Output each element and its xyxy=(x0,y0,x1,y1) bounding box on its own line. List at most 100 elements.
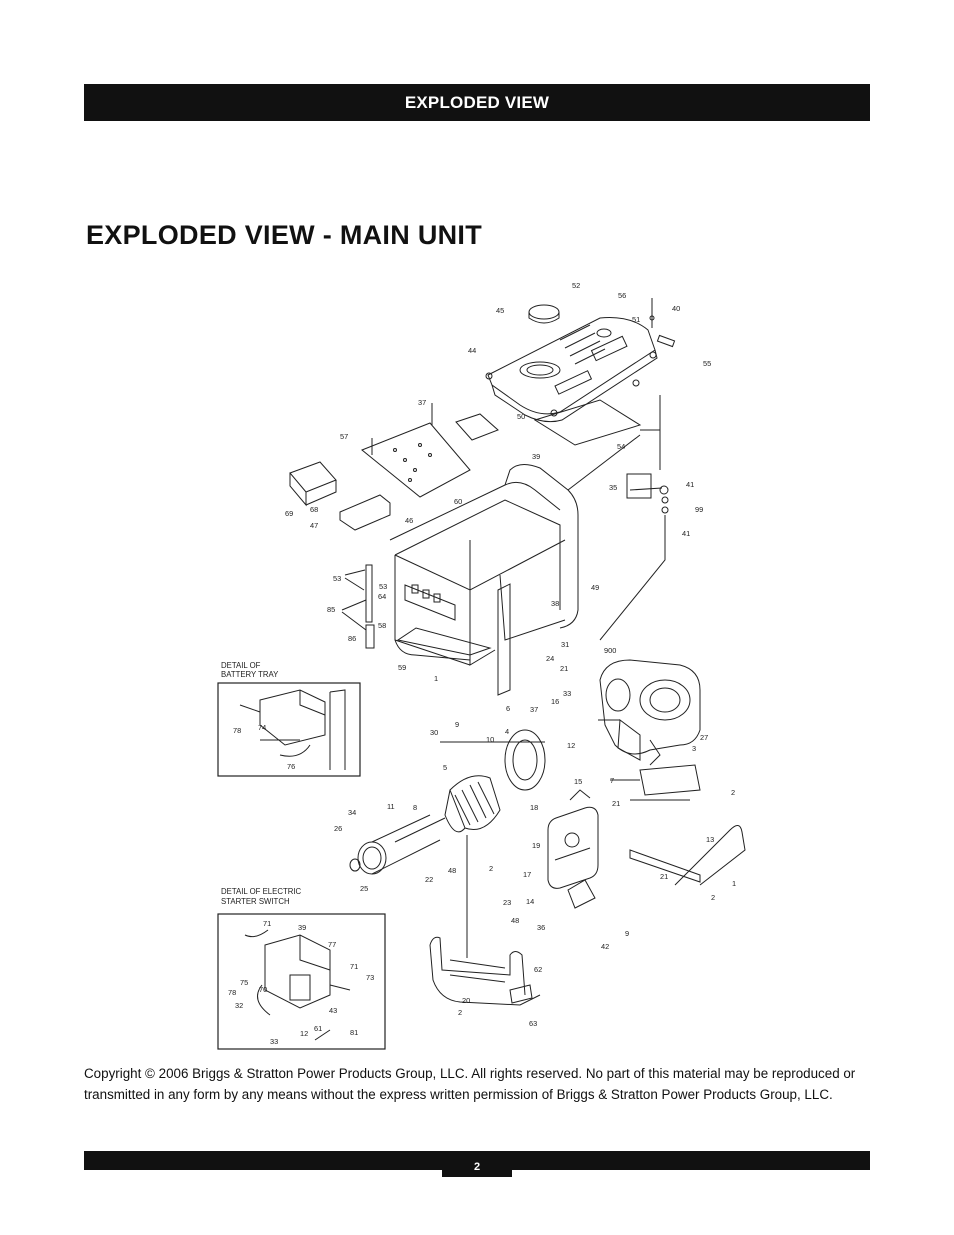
part-label: 21 xyxy=(660,872,668,881)
part-label: 71 xyxy=(263,919,271,928)
part-label: 35 xyxy=(609,483,617,492)
alternator xyxy=(349,729,546,875)
part-label: 58 xyxy=(378,621,386,630)
part-label: 43 xyxy=(329,1006,337,1015)
part-label: 55 xyxy=(703,359,711,368)
part-label: 49 xyxy=(591,583,599,592)
part-label: 25 xyxy=(360,884,368,893)
part-label: 8 xyxy=(413,803,417,812)
part-label: 76 xyxy=(287,762,295,771)
part-label: 31 xyxy=(561,640,569,649)
part-label: 54 xyxy=(617,442,625,451)
part-label: 32 xyxy=(235,1001,243,1010)
part-label: 60 xyxy=(454,497,462,506)
page-title: EXPLODED VIEW - MAIN UNIT xyxy=(86,220,483,250)
part-label: 75 xyxy=(240,978,248,987)
part-label: 40 xyxy=(672,304,680,313)
part-label: 37 xyxy=(418,398,426,407)
muffler xyxy=(547,789,599,909)
part-label: 12 xyxy=(567,741,575,750)
part-label: 14 xyxy=(526,897,534,906)
part-label: 52 xyxy=(572,281,580,290)
part-label: 99 xyxy=(695,505,703,514)
base-frame xyxy=(429,835,541,1006)
part-label: 77 xyxy=(328,940,336,949)
part-label: 900 xyxy=(604,646,616,655)
engine-cradle xyxy=(610,764,746,886)
part-label: 42 xyxy=(601,942,609,951)
part-label: 85 xyxy=(327,605,335,614)
detail-battery-caption-line2: BATTERY TRAY xyxy=(221,670,279,679)
part-label: 5 xyxy=(443,763,447,772)
fuel-valve xyxy=(599,395,669,641)
part-label: 22 xyxy=(425,875,433,884)
part-label: 73 xyxy=(366,973,374,982)
part-label: 1 xyxy=(732,879,736,888)
part-label: 86 xyxy=(348,634,356,643)
part-label: 6 xyxy=(506,704,510,713)
part-label: 56 xyxy=(618,291,626,300)
part-label: 9 xyxy=(455,720,459,729)
handle-parts xyxy=(341,564,375,649)
part-label: 63 xyxy=(529,1019,537,1028)
part-label: 12 xyxy=(300,1029,308,1038)
detail-starter-switch-box xyxy=(217,913,386,1050)
part-label: 64 xyxy=(378,592,386,601)
part-label: 9 xyxy=(625,929,629,938)
part-label: 33 xyxy=(270,1037,278,1046)
part-label: 17 xyxy=(523,870,531,879)
part-label: 20 xyxy=(462,996,470,1005)
part-label: 48 xyxy=(448,866,456,875)
part-label: 46 xyxy=(405,516,413,525)
fuel-tank xyxy=(487,304,676,423)
part-label: 21 xyxy=(612,799,620,808)
part-label: 57 xyxy=(340,432,348,441)
copyright-notice: Copyright © 2006 Briggs & Stratton Power… xyxy=(84,1066,856,1102)
tank-bolts xyxy=(485,298,657,417)
part-label: 24 xyxy=(546,654,554,663)
part-label: 78 xyxy=(228,988,236,997)
part-label: 23 xyxy=(503,898,511,907)
part-label: 69 xyxy=(285,509,293,518)
part-label: 41 xyxy=(686,480,694,489)
part-label: 27 xyxy=(700,733,708,742)
part-label: 21 xyxy=(560,664,568,673)
detail-battery-tray-box xyxy=(217,682,361,777)
part-label: 51 xyxy=(632,315,640,324)
part-label: 33 xyxy=(563,689,571,698)
part-label: 53 xyxy=(379,582,387,591)
detail-starter-caption-line2: STARTER SWITCH xyxy=(221,897,290,906)
part-label: 62 xyxy=(534,965,542,974)
part-label: 34 xyxy=(348,808,356,817)
part-label: 2 xyxy=(731,788,735,797)
part-label: 68 xyxy=(310,505,318,514)
engine xyxy=(598,659,701,766)
part-label: 53 xyxy=(333,574,341,583)
part-label: 61 xyxy=(314,1024,322,1033)
part-label: 15 xyxy=(574,777,582,786)
battery-box xyxy=(289,461,391,531)
part-label: 10 xyxy=(486,735,494,744)
part-label: 74 xyxy=(258,723,266,732)
part-label: 70 xyxy=(259,985,267,994)
page-number: 2 xyxy=(442,1154,512,1176)
part-label: 39 xyxy=(298,923,306,932)
part-label: 2 xyxy=(489,864,493,873)
detail-battery-caption-line1: DETAIL OF xyxy=(221,661,261,670)
part-label: 47 xyxy=(310,521,318,530)
heat-shield xyxy=(533,399,642,446)
part-label: 30 xyxy=(430,728,438,737)
part-label: 44 xyxy=(468,346,476,355)
part-label: 39 xyxy=(532,452,540,461)
part-label: 13 xyxy=(706,835,714,844)
part-label: 1 xyxy=(434,674,438,683)
part-label: 19 xyxy=(532,841,540,850)
section-title: EXPLODED VIEW xyxy=(404,93,550,112)
part-label: 45 xyxy=(496,306,504,315)
part-label: 4 xyxy=(505,727,509,736)
starter-detail-art xyxy=(244,929,351,1041)
part-label: 16 xyxy=(551,697,559,706)
part-label: 37 xyxy=(530,705,538,714)
part-label: 38 xyxy=(551,599,559,608)
battery-detail-art xyxy=(239,689,346,770)
